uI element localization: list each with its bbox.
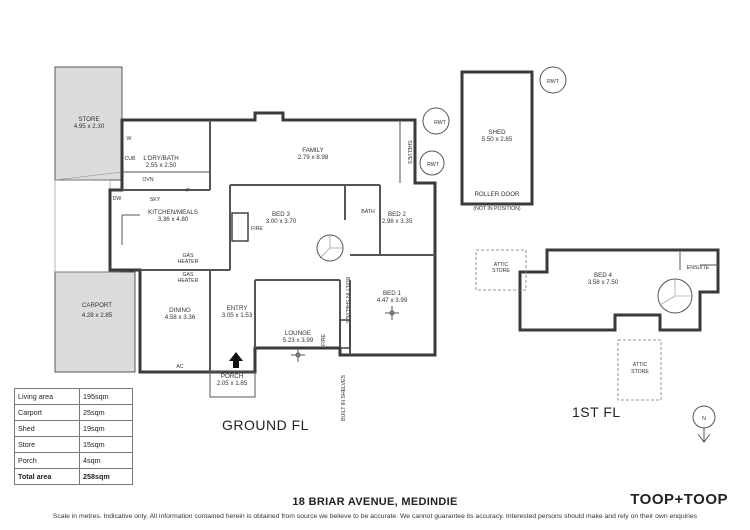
built-in-shelves-label: BUILT IN SHELVES <box>344 277 350 323</box>
kitchen-dims: 3.36 x 4.80 <box>158 216 189 223</box>
shed-dims: 5.50 x 2.85 <box>482 136 513 143</box>
ground-floor-label: GROUND FL <box>222 417 309 433</box>
attic-store-2 <box>617 339 662 401</box>
first-floor-label: 1ST FL <box>572 404 621 420</box>
rwt-tank-2 <box>419 150 445 176</box>
fireplace-lounge <box>339 319 351 349</box>
skylight-label: SKY <box>150 197 161 203</box>
carport-dims: 4.28 x 2.85 <box>82 312 113 319</box>
rwt-label-1: RWT <box>434 120 447 126</box>
bed2-label: BED 2 <box>388 211 406 218</box>
north-label: N <box>702 416 706 422</box>
rwt-tank-3 <box>539 66 567 94</box>
bed2-dims: 2.98 x 3.35 <box>382 218 413 225</box>
ceiling-fan-icon <box>385 306 399 320</box>
agency-logo: TOOP+TOOP <box>630 491 728 508</box>
rwt-tank-1 <box>422 107 450 135</box>
attic-store-label-1a: ATTIC <box>494 262 509 268</box>
first-floor-inner <box>679 250 718 270</box>
lounge-label: LOUNGE <box>285 330 311 337</box>
fire-label-lounge: FIRE <box>321 334 327 346</box>
ac-label: AC <box>176 364 183 370</box>
entry-arrow-icon <box>229 352 243 368</box>
ground-floor-outline <box>108 111 437 374</box>
bed1-label: BED 1 <box>383 290 401 297</box>
gas-heater-1: GAS <box>183 253 194 259</box>
ensuite-label: ENSUITE <box>687 265 710 271</box>
bath-label: BATH <box>361 209 375 215</box>
store-dims: 4.95 x 2.30 <box>74 123 105 130</box>
pantry-label: P <box>186 188 190 194</box>
attic-store-1 <box>475 249 527 291</box>
washer-label: W <box>127 136 132 142</box>
disclaimer-text: Scale in metres. Indicative only. All in… <box>52 513 698 520</box>
first-floor-outline <box>518 248 720 332</box>
interior-walls <box>121 120 435 372</box>
roller-door-label: ROLLER DOOR <box>474 191 520 198</box>
kitchen-label: KITCHEN/MEALS <box>148 209 198 216</box>
bed3-dims: 3.00 x 3.70 <box>266 218 297 225</box>
shelves-label: SHELVES <box>406 140 412 164</box>
north-arrow-icon <box>692 405 716 443</box>
bed3-label: BED 3 <box>272 211 290 218</box>
store-area <box>54 66 123 181</box>
gas-heater-2: GAS <box>183 272 194 278</box>
fireplace-bed3 <box>231 212 249 242</box>
porch-area <box>209 371 256 398</box>
attic-store-label-2a: ATTIC <box>633 362 648 368</box>
ceiling-fan-icon <box>291 348 305 362</box>
carport-label: CARPORT <box>82 302 112 309</box>
gas-heater-1b: HEATER <box>178 259 199 265</box>
laundry-dims: 2.55 x 2.50 <box>146 162 177 169</box>
rwt-label-2: RWT <box>427 162 440 168</box>
laundry-label: L'DRY/BATH <box>143 155 178 162</box>
attic-store-label-2b: STORE <box>631 369 649 375</box>
rwt-label-3: RWT <box>547 79 560 85</box>
entry-label: ENTRY <box>227 305 248 312</box>
porch-label: PORCH <box>221 373 243 380</box>
dishwasher-label: DW <box>113 196 122 202</box>
store-label: STORE <box>78 116 99 123</box>
shed-outline <box>460 70 534 206</box>
built-in-shelves-label-2: BUILT IN SHELVES <box>341 375 347 421</box>
not-in-position-label: (NOT IN POSITION) <box>473 206 520 212</box>
entry-dims: 3.05 x 1.53 <box>222 312 253 319</box>
carport-area <box>54 271 136 373</box>
shed-label: SHED <box>488 129 506 136</box>
dining-label: DINING <box>169 307 191 314</box>
attic-store-label-1b: STORE <box>492 268 510 274</box>
cub-label: CUB <box>125 156 136 162</box>
bed4-dims: 3.58 x 7.50 <box>588 279 619 286</box>
fire-label-bed3: FIRE <box>251 226 263 232</box>
oven-label: OVN <box>142 177 153 183</box>
bed4-label: BED 4 <box>594 272 612 279</box>
porch-dims: 2.05 x 1.85 <box>217 380 248 387</box>
family-label: FAMILY <box>302 147 324 154</box>
gas-heater-2b: HEATER <box>178 278 199 284</box>
family-dims: 2.79 x 8.98 <box>298 154 329 161</box>
dining-dims: 4.58 x 3.36 <box>165 314 196 321</box>
bed1-dims: 4.47 x 3.99 <box>377 297 408 304</box>
property-address: 18 BRIAR AVENUE, MEDINDIE <box>292 496 458 508</box>
lounge-dims: 5.23 x 3.99 <box>283 337 314 344</box>
